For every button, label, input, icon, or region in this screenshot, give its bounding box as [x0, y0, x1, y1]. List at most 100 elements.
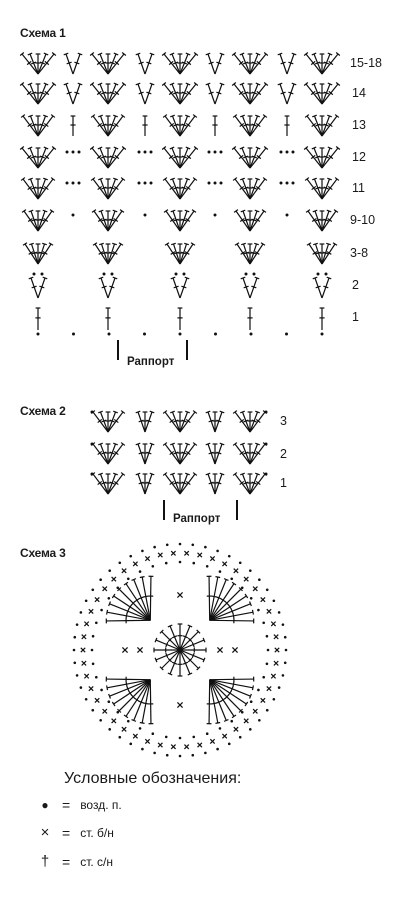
- double-crochet-stitch: [135, 82, 146, 105]
- double-crochet-stitch: [177, 147, 183, 168]
- chain-stitch-dot: [149, 150, 153, 154]
- double-crochet-stitch: [161, 52, 181, 75]
- chain-stitch-dot: [230, 719, 234, 723]
- chain-stitch-dot: [285, 181, 289, 185]
- double-crochet-stitch: [249, 410, 260, 433]
- double-crochet-stitch: [135, 472, 146, 495]
- chain-stitch-dot: [91, 708, 95, 712]
- single-crochet-stitch: [197, 552, 203, 558]
- double-crochet-stitch: [170, 442, 181, 465]
- scheme1-title: Схема 1: [20, 26, 66, 40]
- single-crochet-stitch: [121, 726, 127, 732]
- double-crochet-stitch: [311, 82, 323, 105]
- chain-stitch-dot: [90, 410, 94, 414]
- double-crochet-stitch: [90, 177, 109, 200]
- double-crochet-stitch: [21, 209, 39, 232]
- chain-stitch-dot: [116, 586, 120, 590]
- double-crochet-stitch: [179, 242, 196, 265]
- double-crochet-stitch: [98, 472, 109, 495]
- chain-stitch-dot: [153, 545, 156, 549]
- chain-stitch-dot: [248, 569, 252, 572]
- double-crochet-stitch: [319, 147, 325, 168]
- double-crochet-stitch: [105, 178, 111, 199]
- chain-stitch-dot: [262, 621, 265, 625]
- double-crochet-stitch: [179, 442, 190, 465]
- double-crochet-stitch: [139, 576, 151, 621]
- chain-stitch-dot: [84, 697, 88, 701]
- chain-stitch-dot: [272, 599, 276, 603]
- double-crochet-stitch: [209, 581, 237, 621]
- chain-stitch-dot: [264, 442, 268, 446]
- chain-stitch-dot: [73, 661, 77, 665]
- double-crochet-stitch: [179, 410, 190, 433]
- double-crochet-stitch: [97, 82, 109, 105]
- double-crochet-stitch: [117, 587, 151, 621]
- double-crochet-stitch: [209, 609, 254, 621]
- chain-stitch-dot: [252, 272, 256, 276]
- double-crochet-stitch: [169, 146, 181, 169]
- double-crochet-stitch: [19, 82, 39, 105]
- double-crochet-stitch: [179, 146, 199, 169]
- rapport-bracket-right: [186, 340, 188, 360]
- chain-stitch-dot: [219, 150, 223, 154]
- double-crochet-stitch: [306, 242, 323, 265]
- double-crochet-stitch: [89, 82, 109, 105]
- chain-stitch-dot: [285, 213, 289, 217]
- double-crochet-stitch: [167, 649, 181, 676]
- chain-stitch-dot: [107, 332, 111, 336]
- double-crochet-stitch: [209, 601, 252, 621]
- double-crochet-stitch: [169, 52, 181, 75]
- single-crochet-stitch: [144, 555, 151, 562]
- chain-stitch-dot: [79, 686, 83, 689]
- double-crochet-stitch: [319, 53, 325, 74]
- double-crochet-stitch: [142, 411, 148, 432]
- double-crochet-stitch: [249, 114, 268, 137]
- double-crochet-stitch: [231, 52, 251, 75]
- double-crochet-stitch: [89, 52, 109, 75]
- double-crochet-stitch: [179, 209, 197, 232]
- double-crochet-stitch: [179, 177, 198, 200]
- double-crochet-stitch: [247, 115, 253, 136]
- chain-stitch-dot: [227, 554, 231, 558]
- scheme1-row-label: 12: [352, 150, 366, 164]
- chain-stitch-dot: [90, 648, 94, 652]
- double-crochet-stitch: [107, 114, 126, 137]
- single-crochet-stitch: [270, 621, 277, 627]
- chain-stitch-dot: [178, 542, 182, 546]
- double-crochet-stitch: [312, 114, 323, 137]
- double-crochet-stitch: [249, 242, 266, 265]
- single-crochet-stitch: [144, 738, 151, 745]
- double-crochet-stitch: [27, 82, 39, 105]
- double-crochet-stitch: [37, 276, 48, 299]
- double-crochet-stitch: [35, 147, 41, 168]
- double-crochet-stitch: [37, 177, 48, 200]
- double-crochet-stitch: [177, 623, 183, 650]
- chain-stitch-dot: [205, 565, 209, 568]
- chain-stitch-dot: [65, 181, 69, 185]
- double-crochet-stitch: [37, 209, 48, 232]
- single-crochet-stitch: [170, 550, 177, 556]
- chain-stitch-dot: [91, 662, 95, 666]
- double-crochet-stitch: [144, 442, 155, 465]
- chain-stitch-dot: [207, 150, 211, 154]
- chain-stitch-dot: [102, 272, 106, 276]
- chain-stitch-dot: [249, 700, 253, 704]
- double-crochet-stitch: [319, 83, 325, 104]
- double-crochet-stitch: [37, 242, 54, 265]
- double-crochet-stitch: [303, 82, 323, 105]
- double-crochet-stitch: [209, 679, 254, 691]
- chain-stitch-dot: [262, 675, 265, 679]
- double-crochet-stitch: [162, 177, 181, 200]
- double-crochet-stitch: [144, 472, 155, 495]
- double-crochet-stitch: [214, 82, 225, 105]
- double-crochet-stitch: [312, 276, 323, 299]
- double-crochet-stitch: [304, 177, 323, 200]
- double-crochet-stitch: [239, 52, 251, 75]
- double-crochet-stitch: [107, 82, 127, 105]
- double-crochet-stitch: [240, 442, 251, 465]
- double-crochet-stitch: [144, 82, 155, 105]
- chain-stitch-dot: [95, 675, 98, 679]
- double-crochet-stitch: [247, 83, 253, 104]
- double-crochet-stitch: [231, 146, 251, 169]
- double-crochet-stitch: [312, 177, 323, 200]
